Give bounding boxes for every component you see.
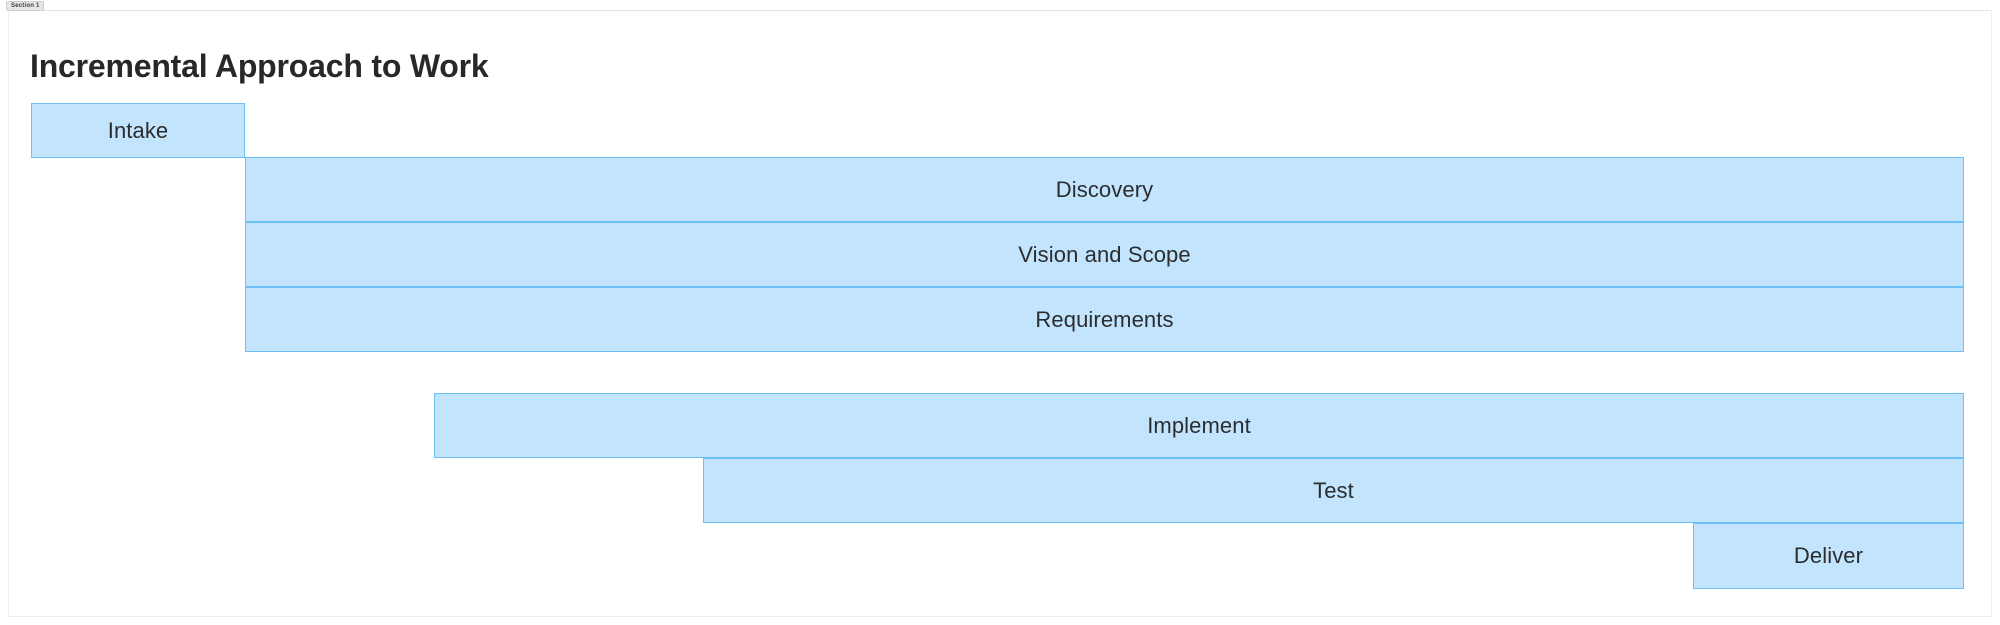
stage-bar-discovery[interactable]: Discovery	[245, 157, 1964, 222]
stage-bar-test[interactable]: Test	[703, 458, 1964, 523]
stage-label-deliver: Deliver	[1793, 543, 1864, 568]
incremental-approach-chart: Intake Discovery Vision and Scope Requir…	[9, 11, 1991, 616]
stage-label-intake: Intake	[107, 117, 169, 143]
stage-bar-intake[interactable]: Intake	[31, 103, 245, 158]
stage-bar-implement[interactable]: Implement	[434, 393, 1964, 458]
page-title: Incremental Approach to Work	[30, 48, 489, 84]
stage-label-requirements: Requirements	[1035, 306, 1174, 332]
slide-canvas: Incremental Approach to Work Intake Disc…	[8, 10, 1992, 617]
stage-label-implement: Implement	[1147, 412, 1251, 438]
stage-label-vision-and-scope: Vision and Scope	[1018, 241, 1191, 267]
stage-bar-requirements[interactable]: Requirements	[245, 287, 1964, 352]
stage-label-test: Test	[1313, 477, 1354, 503]
section-tab-label[interactable]: Section 1	[6, 1, 45, 11]
stage-bar-deliver[interactable]: Deliver	[1693, 523, 1964, 589]
stage-label-discovery: Discovery	[1055, 176, 1154, 202]
stage-bar-vision-and-scope[interactable]: Vision and Scope	[245, 222, 1964, 287]
